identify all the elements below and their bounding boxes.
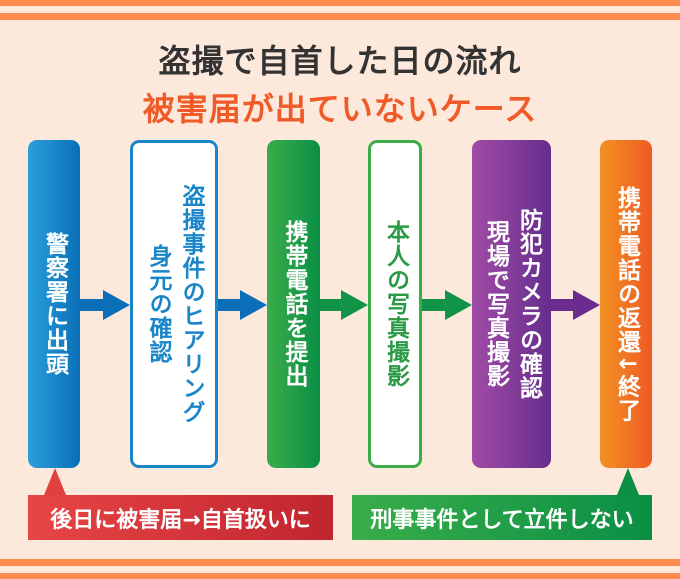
top-stripe (0, 13, 680, 20)
step-label: 防犯カメラの確認 (515, 208, 542, 400)
step-phone-return: 携帯電話の返還↓終了 (600, 140, 652, 468)
callout-later-complaint: 後日に被害届→自首扱いに (28, 495, 333, 540)
step-label: 携帯電話を提出 (281, 220, 307, 388)
bottom-stripe (0, 573, 680, 579)
top-stripe (0, 0, 680, 6)
page-subtitle: 被害届が出ていないケース (142, 90, 538, 128)
step-submit-phone: 携帯電話を提出 (267, 140, 320, 468)
arrow-right-icon (320, 290, 368, 320)
step-label: 本人の写真撮影 (382, 220, 409, 388)
pointer-triangle (44, 468, 66, 495)
step-hearing: 盗撮事件のヒアリング 身元の確認 (130, 140, 218, 468)
step-label: 身元の確認 (145, 244, 171, 364)
step-label: 現場で写真撮影 (482, 220, 509, 388)
step-label: 盗撮事件のヒアリング (178, 184, 204, 424)
page-title: 盗撮で自首した日の流れ (158, 42, 522, 80)
step-label: 警察署に出頭 (41, 232, 68, 376)
callout-no-charges: 刑事事件として立件しない (352, 495, 652, 540)
step-label: 携帯電話の返還↓終了 (613, 185, 640, 423)
pointer-triangle (617, 468, 639, 495)
step-police-visit: 警察署に出頭 (28, 140, 80, 468)
step-photo: 本人の写真撮影 (368, 140, 422, 468)
bottom-stripe (0, 559, 680, 566)
arrow-right-icon (218, 290, 267, 320)
callout-text: 刑事事件として立件しない (370, 507, 634, 533)
arrow-right-icon (551, 290, 600, 320)
callout-text: 後日に被害届→自首扱いに (50, 507, 311, 533)
arrow-right-icon (422, 290, 472, 320)
arrow-right-icon (80, 290, 130, 320)
step-camera-check: 防犯カメラの確認 現場で写真撮影 (472, 140, 551, 468)
